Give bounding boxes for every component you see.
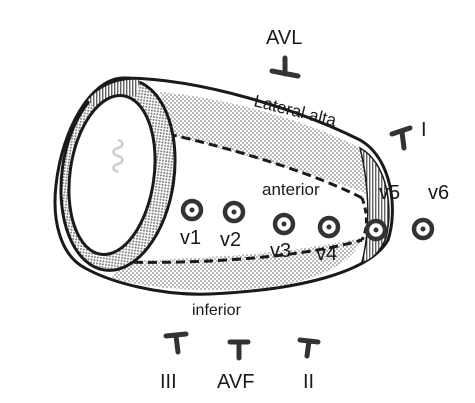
lead-v2-electrode: [222, 200, 246, 224]
region-label-anterior: anterior: [262, 180, 320, 199]
lead-label-v5: v5: [379, 182, 400, 204]
lead-label-v4: v4: [316, 243, 337, 265]
lead-v3-electrode: [272, 212, 296, 236]
base-inner-opening: [67, 94, 157, 256]
inferior-wall: [112, 238, 362, 291]
lead-marker-icon: [297, 337, 321, 359]
lead-v6-electrode: [411, 217, 435, 241]
lead-label-v6: v6: [428, 182, 449, 204]
lead-i-marker: [389, 125, 413, 151]
lateral-high-wall: [160, 92, 372, 196]
lead-marker-icon: [269, 55, 301, 79]
lead-label-ii: II: [303, 371, 314, 393]
anterior-lower-boundary: [119, 238, 363, 264]
lead-label-v3: v3: [270, 240, 291, 262]
lead-marker-icon: [389, 125, 413, 151]
lead-v4-electrode: [317, 215, 341, 239]
lead-label-avf: AVF: [217, 371, 254, 393]
lead-label-avl: AVL: [266, 27, 302, 49]
lead-marker-icon: [163, 331, 189, 355]
lead-ii-marker: [297, 337, 321, 359]
lead-avl-marker: [269, 55, 301, 79]
lead-label-v2: v2: [220, 229, 241, 251]
lead-label-i: I: [421, 119, 427, 141]
lead-label-iii: III: [160, 371, 177, 393]
lead-label-v1: v1: [180, 227, 201, 249]
lead-v5-electrode: [364, 218, 388, 242]
apex-boundary: [360, 197, 368, 241]
lead-iii-marker: [163, 331, 189, 355]
lead-marker-icon: [227, 339, 251, 361]
region-label-inferior: inferior: [192, 302, 242, 319]
base-inner-squiggle: [112, 138, 124, 174]
anterior-upper-boundary: [167, 132, 363, 200]
lead-avf-marker: [227, 339, 251, 361]
lead-v1-electrode: [180, 198, 204, 222]
